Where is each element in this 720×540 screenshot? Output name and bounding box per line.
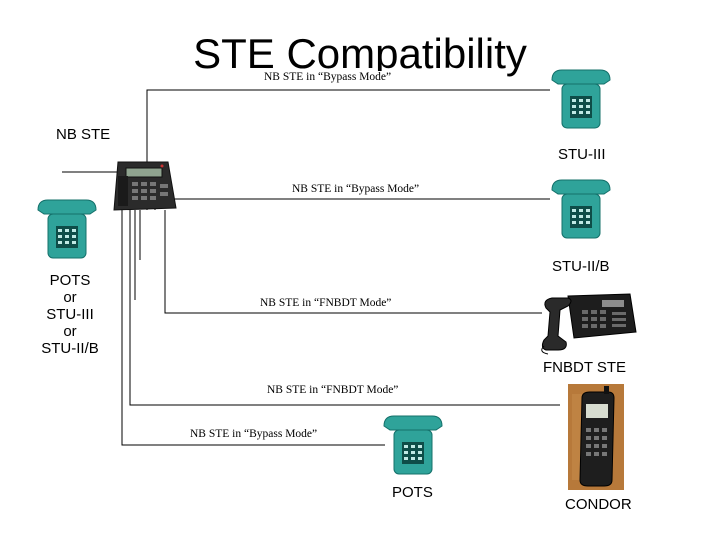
stu-secure-phone-icon bbox=[383, 415, 443, 475]
left-device-label-line: STU-III bbox=[46, 306, 94, 323]
mode-label-stu-iib: NB STE in “Bypass Mode” bbox=[290, 183, 422, 195]
left-device-label-line: or bbox=[63, 289, 77, 306]
left-device-label: POTS or STU-III or STU-II/B bbox=[30, 272, 110, 357]
device-label-stu-iib: STU-II/B bbox=[552, 258, 610, 275]
device-label-pots: POTS bbox=[392, 484, 433, 501]
device-label-fnbdt: FNBDT STE bbox=[543, 359, 627, 376]
left-device-label-line: STU-II/B bbox=[41, 340, 99, 357]
stu-secure-phone-icon bbox=[37, 199, 97, 259]
mode-label-condor: NB STE in “FNBDT Mode” bbox=[265, 384, 401, 396]
wire-stu-iib bbox=[154, 198, 550, 210]
stu-secure-phone-icon bbox=[551, 179, 611, 239]
device-label-condor: CONDOR bbox=[565, 496, 632, 513]
source-device-label: NB STE bbox=[56, 126, 111, 143]
wire-pots bbox=[121, 210, 385, 446]
fnbdt-desk-phone-icon bbox=[541, 293, 637, 355]
device-label-stu-iii: STU-III bbox=[558, 146, 606, 163]
wire-condor bbox=[129, 210, 560, 406]
stu-secure-phone-icon bbox=[551, 69, 611, 129]
mode-label-stu-iii: NB STE in “Bypass Mode” bbox=[262, 71, 394, 83]
mode-label-pots: NB STE in “Bypass Mode” bbox=[188, 428, 320, 440]
wire-fnbdt bbox=[164, 210, 542, 314]
left-device-label-line: or bbox=[63, 323, 77, 340]
left-device-label-line: POTS bbox=[49, 272, 91, 289]
condor-cell-phone-icon bbox=[568, 384, 624, 490]
ste-desk-phone-icon bbox=[113, 161, 177, 211]
page-title: STE Compatibility bbox=[193, 30, 527, 77]
mode-label-fnbdt: NB STE in “FNBDT Mode” bbox=[258, 297, 394, 309]
